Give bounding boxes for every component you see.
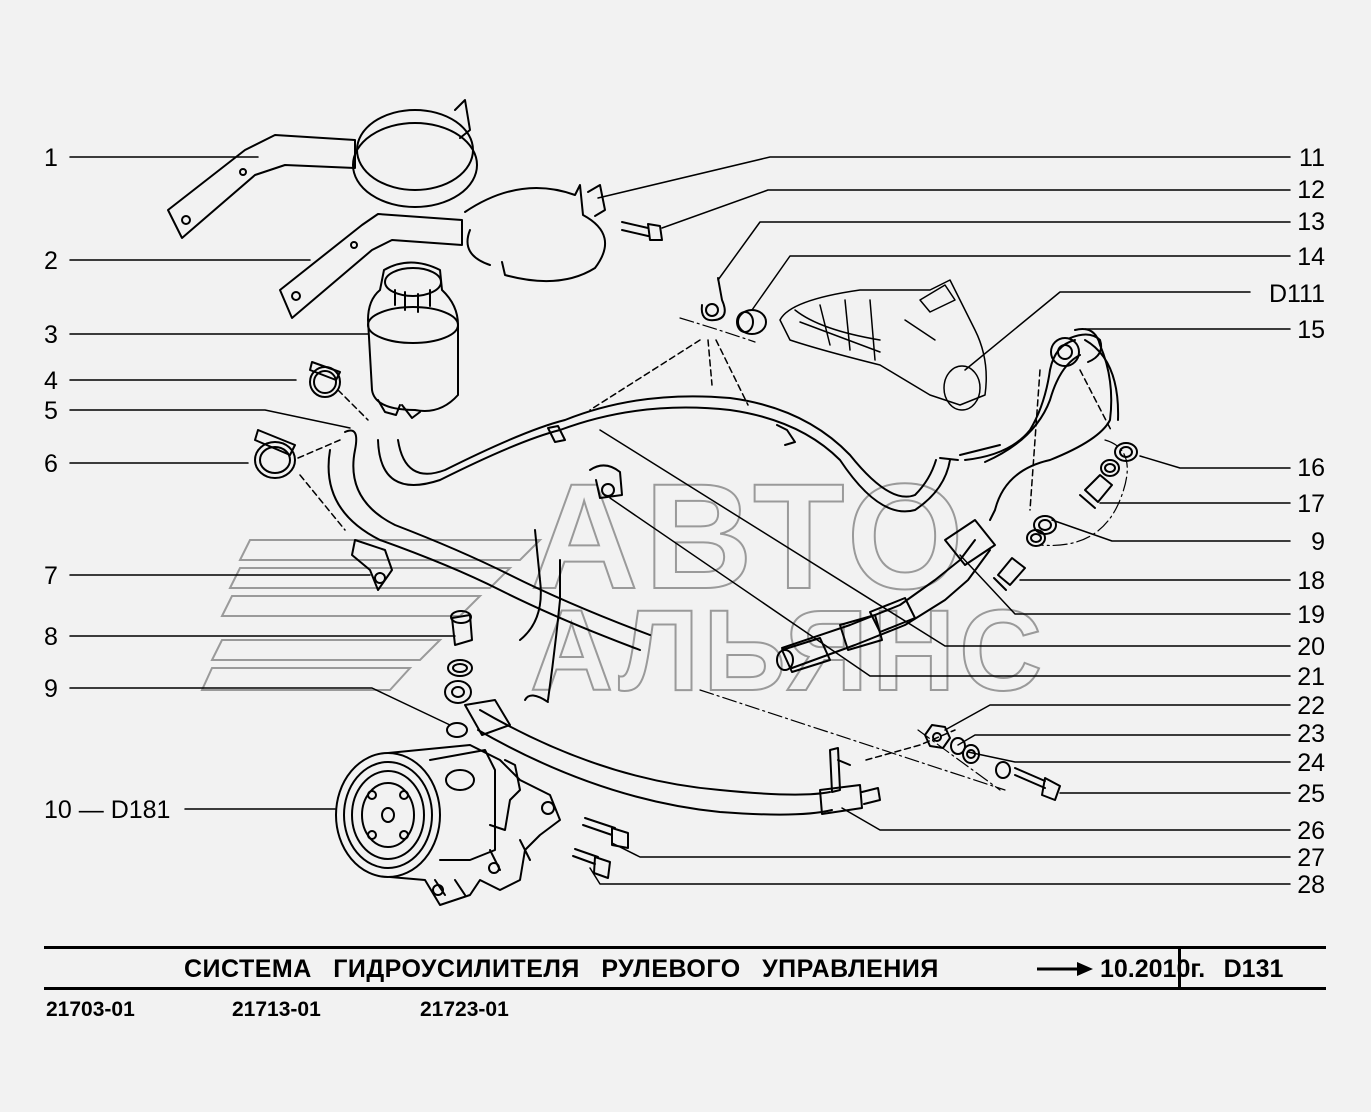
return-hose bbox=[377, 395, 1001, 513]
pump-bolt-lower bbox=[572, 848, 611, 879]
page-code: D131 bbox=[1223, 955, 1284, 983]
banjo-fittings bbox=[993, 442, 1138, 591]
reservoir-bracket-lower bbox=[279, 184, 606, 319]
pressure-hose bbox=[964, 328, 1120, 521]
callout-7: 7 bbox=[44, 562, 58, 590]
callout-5: 5 bbox=[44, 397, 58, 425]
line-bracket bbox=[829, 747, 851, 793]
callout-21: 21 bbox=[1297, 663, 1325, 691]
callout-2: 2 bbox=[44, 247, 58, 275]
dash-dot-line-mid bbox=[699, 689, 1006, 791]
model-code-2: 21713-01 bbox=[232, 998, 321, 1021]
callout-13: 13 bbox=[1297, 208, 1325, 236]
model-code-3: 21723-01 bbox=[420, 998, 509, 1021]
callout-9-left: 9 bbox=[44, 675, 58, 703]
callout-25: 25 bbox=[1297, 780, 1325, 808]
fastener-set bbox=[924, 724, 1061, 801]
pump-bolt-upper bbox=[582, 817, 629, 849]
clamp-bolt bbox=[621, 221, 663, 241]
callout-22: 22 bbox=[1297, 692, 1325, 720]
high-pressure-line bbox=[464, 519, 996, 816]
callout-23: 23 bbox=[1297, 720, 1325, 748]
callout-4: 4 bbox=[44, 367, 58, 395]
callout-17: 17 bbox=[1297, 490, 1325, 518]
callout-10-d181: 10 — D181 bbox=[44, 796, 171, 824]
fluid-reservoir bbox=[367, 261, 459, 419]
callout-19: 19 bbox=[1297, 601, 1325, 629]
dash-dot-line-low bbox=[917, 729, 1001, 791]
callout-20: 20 bbox=[1297, 633, 1325, 661]
pump-outlet-fitting bbox=[444, 610, 473, 738]
reservoir-bracket-upper bbox=[167, 99, 478, 239]
diagram-title: СИСТЕМА ГИДРОУСИЛИТЕЛЯ РУЛЕВОГО УПРАВЛЕН… bbox=[184, 955, 939, 983]
watermark-text-1: АВТО bbox=[530, 452, 970, 620]
callout-27: 27 bbox=[1297, 844, 1325, 872]
pipe-clip bbox=[700, 277, 726, 322]
callout-1: 1 bbox=[44, 144, 58, 172]
callout-8: 8 bbox=[44, 623, 58, 651]
hose-clip bbox=[589, 464, 623, 499]
suction-hose bbox=[327, 429, 651, 703]
callout-28: 28 bbox=[1297, 871, 1325, 899]
model-code-1: 21703-01 bbox=[46, 998, 135, 1021]
power-steering-pump bbox=[335, 744, 561, 906]
callout-16: 16 bbox=[1297, 454, 1325, 482]
hose-bracket bbox=[351, 539, 393, 591]
title-block: СИСТЕМА ГИДРОУСИЛИТЕЛЯ РУЛЕВОГО УПРАВЛЕН… bbox=[44, 946, 1326, 990]
dash-dot-line-right bbox=[1039, 439, 1128, 547]
callout-12: 12 bbox=[1297, 176, 1325, 204]
callout-24: 24 bbox=[1297, 749, 1325, 777]
callout-6: 6 bbox=[44, 450, 58, 478]
callout-26: 26 bbox=[1297, 817, 1325, 845]
hose-clamp-small bbox=[309, 361, 341, 398]
title-divider bbox=[1178, 946, 1181, 990]
callout-3: 3 bbox=[44, 321, 58, 349]
leader-lines-left bbox=[69, 156, 456, 810]
callout-18: 18 bbox=[1297, 567, 1325, 595]
steering-rack bbox=[779, 279, 987, 411]
hose-clamp-large bbox=[254, 429, 296, 479]
callout-d111: D111 bbox=[1268, 280, 1325, 308]
validity-date: 10.2010г. bbox=[1100, 955, 1206, 983]
leader-lines-right bbox=[589, 156, 1291, 885]
callout-14: 14 bbox=[1297, 243, 1325, 271]
rubber-bushing bbox=[736, 309, 767, 335]
callout-9-right: 9 bbox=[1311, 528, 1325, 556]
arrow-right-icon bbox=[1037, 962, 1093, 976]
watermark-logo bbox=[200, 539, 543, 691]
dash-dot-line-upper bbox=[679, 317, 756, 343]
callout-15: 15 bbox=[1297, 316, 1325, 344]
assembly-arrows bbox=[297, 339, 1113, 761]
callout-11: 11 bbox=[1299, 144, 1325, 172]
